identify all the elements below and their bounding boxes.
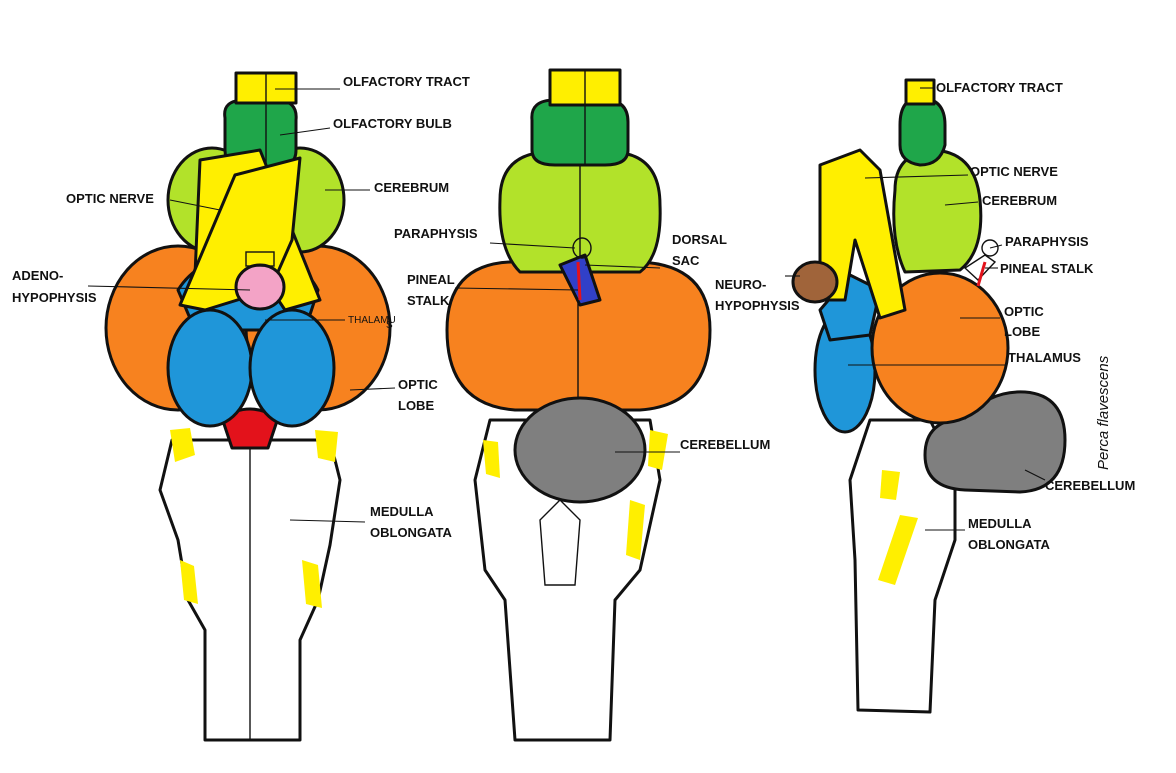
label-lateral-paraphysis: PARAPHYSIS xyxy=(1005,234,1089,249)
label-ventral-adeno-2: HYPOPHYSIS xyxy=(12,290,97,305)
dorsal-medulla-yellow-left xyxy=(483,440,500,478)
dorsal-medulla-yellow-low xyxy=(626,500,645,560)
label-ventral-olfactory-tract: OLFACTORY TRACT xyxy=(343,74,470,89)
label-ventral-medulla-1: MEDULLA xyxy=(370,504,434,519)
ventral-medulla-yellow-low-right xyxy=(302,560,322,608)
label-lateral-cerebellum: CEREBELLUM xyxy=(1045,478,1135,493)
label-ventral-cerebrum: CEREBRUM xyxy=(374,180,449,195)
lateral-paraphysis xyxy=(981,239,999,257)
label-lateral-olfactory-tract: OLFACTORY TRACT xyxy=(936,80,1063,95)
label-ventral-medulla-2: OBLONGATA xyxy=(370,525,452,540)
dorsal-cerebellum xyxy=(513,396,647,504)
dorsal-olfactory-bulb xyxy=(530,98,630,167)
label-dorsal-pineal-2: STALK xyxy=(407,293,450,308)
label-species-name: Perca flavescens xyxy=(1095,355,1112,470)
label-ventral-optic-lobe-2: LOBE xyxy=(398,398,434,413)
ventral-adenohypophysis xyxy=(234,263,286,311)
label-dorsal-sac-1: DORSAL xyxy=(672,232,727,247)
label-lateral-medulla-1: MEDULLA xyxy=(968,516,1032,531)
lateral-optic-nerve xyxy=(818,148,907,320)
label-lateral-neuro-2: HYPOPHYSIS xyxy=(715,298,800,313)
label-ventral-thalamus-2: S xyxy=(386,320,393,331)
label-lateral-thalamus: THALAMUS xyxy=(1008,350,1081,365)
lateral-olfactory-bulb xyxy=(898,96,947,167)
dorsal-view: PARAPHYSIS DORSAL SAC PINEAL STALK CEREB… xyxy=(394,68,770,742)
dorsal-medulla-yellow-right xyxy=(648,430,668,470)
label-lateral-neuro-1: NEURO- xyxy=(715,277,766,292)
label-dorsal-paraphysis: PARAPHYSIS xyxy=(394,226,478,241)
label-lateral-cerebrum: CEREBRUM xyxy=(982,193,1057,208)
ventral-medulla-yellow-low-left xyxy=(180,560,198,604)
lateral-olfactory-tract xyxy=(904,78,936,106)
label-dorsal-pineal-1: PINEAL xyxy=(407,272,455,287)
label-ventral-olfactory-bulb: OLFACTORY BULB xyxy=(333,116,452,131)
label-lateral-optic-nerve: OPTIC NERVE xyxy=(970,164,1058,179)
label-dorsal-sac-2: SAC xyxy=(672,253,700,268)
lateral-medulla-yellow-1 xyxy=(878,515,918,585)
label-lateral-medulla-2: OBLONGATA xyxy=(968,537,1050,552)
ventral-thalamus-left xyxy=(166,308,254,428)
lateral-medulla-yellow-2 xyxy=(880,470,900,500)
label-lateral-optic-lobe-2: LOBE xyxy=(1004,324,1040,339)
label-dorsal-cerebellum: CEREBELLUM xyxy=(680,437,770,452)
lateral-cerebrum xyxy=(892,148,983,274)
lateral-view: OLFACTORY TRACT OPTIC NERVE CEREBRUM PAR… xyxy=(715,78,1135,714)
label-ventral-thalamus-1: THALAMU xyxy=(348,315,396,326)
label-ventral-adeno-1: ADENO- xyxy=(12,268,63,283)
label-lateral-optic-lobe-1: OPTIC xyxy=(1004,304,1044,319)
label-ventral-optic-lobe-1: OPTIC xyxy=(398,377,438,392)
lateral-pineal-stalk xyxy=(963,254,997,281)
ventral-thalamus-right xyxy=(248,308,336,428)
ventral-view: OLFACTORY TRACT OLFACTORY BULB CEREBRUM … xyxy=(12,71,470,742)
label-ventral-optic-nerve: OPTIC NERVE xyxy=(66,191,154,206)
ventral-medulla-yellow-right xyxy=(315,430,338,462)
label-lateral-pineal-stalk: PINEAL STALK xyxy=(1000,261,1094,276)
lateral-neurohypophysis xyxy=(791,260,839,304)
ventral-medulla-yellow-left xyxy=(170,428,195,462)
